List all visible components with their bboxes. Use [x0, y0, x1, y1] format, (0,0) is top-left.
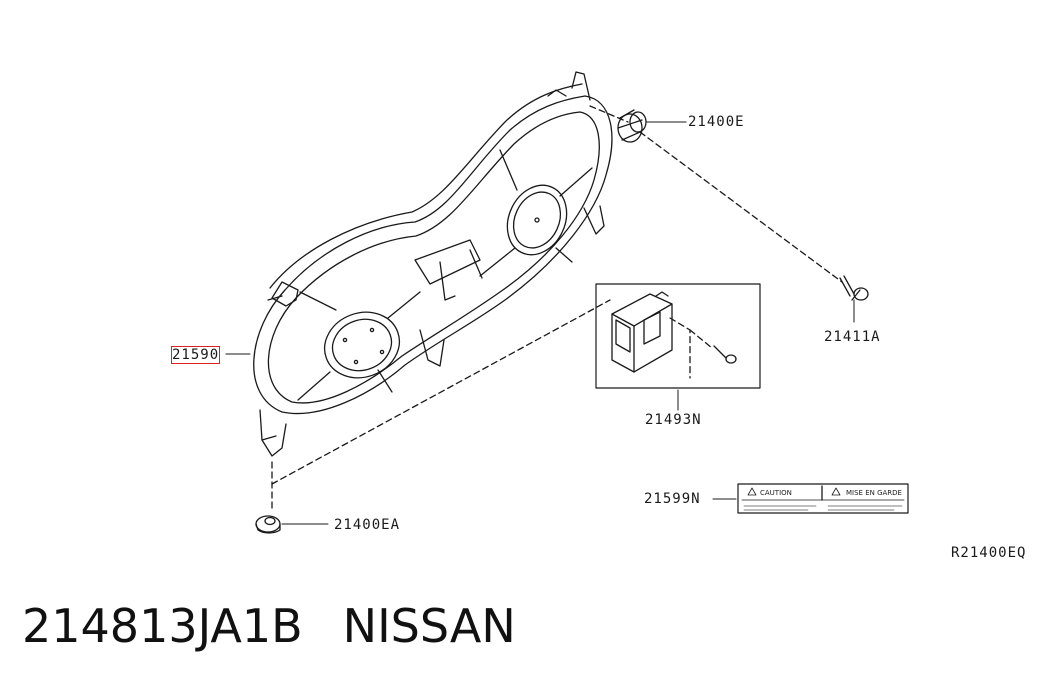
caution-right-header: MISE EN GARDE — [846, 489, 902, 497]
callout-fan-controller: 21493N — [645, 412, 702, 428]
caution-label-drawing: CAUTION MISE EN GARDE — [737, 483, 909, 514]
callout-bolt: 21411A — [824, 329, 881, 345]
upper-mount-drawing — [617, 109, 647, 143]
part-caption: 214813JA1B NISSAN — [22, 598, 516, 654]
part-number: 214813JA1B — [22, 599, 303, 653]
fan-controller-drawing — [595, 283, 761, 389]
callout-lower-mount: 21400EA — [334, 517, 401, 533]
lower-mount-drawing — [255, 515, 281, 534]
bolt-drawing — [839, 275, 869, 301]
caution-left-header: CAUTION — [760, 489, 792, 497]
callout-leaders — [225, 121, 855, 525]
assembly-leader-lines — [271, 105, 843, 509]
callout-fan-shroud: 21590 — [170, 346, 221, 364]
fan-shroud-drawing — [253, 71, 613, 457]
brand-name: NISSAN — [342, 599, 516, 653]
drawing-reference-code: R21400EQ — [951, 545, 1027, 561]
callout-upper-mount: 21400E — [688, 114, 745, 130]
callout-caution-label: 21599N — [644, 491, 701, 507]
